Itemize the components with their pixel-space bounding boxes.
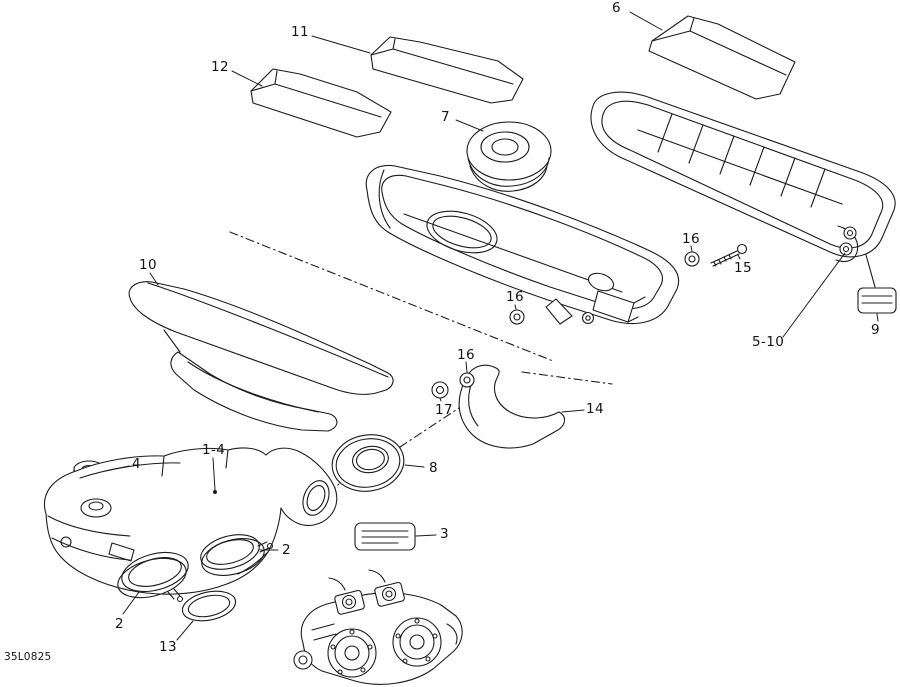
leader-lines — [104, 11, 879, 641]
callout-16-c: 16 — [457, 347, 475, 363]
callout-17: 17 — [435, 402, 453, 418]
part-washer-16-upper — [684, 251, 700, 267]
part-decal-3 — [354, 522, 416, 551]
callout-2-a: 2 — [282, 542, 291, 558]
callout-9: 9 — [871, 322, 880, 338]
callout-3: 3 — [440, 526, 449, 542]
drawing-code: 35L0825 — [4, 651, 52, 663]
callout-8: 8 — [429, 460, 438, 476]
callout-14: 14 — [586, 401, 604, 417]
part-silencer-body — [365, 164, 680, 325]
part-hose-13 — [181, 590, 237, 622]
callout-2-b: 2 — [115, 616, 124, 632]
part-strap-9 — [857, 254, 897, 314]
part-engine — [293, 569, 463, 685]
callout-5-10: 5-10 — [752, 334, 785, 350]
part-washer-16-middle — [509, 309, 525, 325]
part-foam-strip-12 — [250, 68, 392, 138]
part-cover-10 — [128, 281, 394, 432]
callout-4: 4 — [132, 456, 141, 472]
part-silencer-cover — [590, 91, 896, 263]
part-inlet-bellows-7 — [466, 121, 552, 192]
callout-16-a: 16 — [682, 231, 700, 247]
part-screw-15 — [710, 243, 748, 267]
callout-10: 10 — [139, 257, 157, 273]
callout-11: 11 — [291, 24, 309, 40]
callout-12: 12 — [211, 59, 229, 75]
callout-1-4: 1-4 — [202, 442, 226, 458]
callout-15: 15 — [734, 260, 752, 276]
callout-13: 13 — [159, 639, 177, 655]
part-foam-strip-11 — [370, 36, 524, 104]
callout-6: 6 — [612, 0, 621, 16]
callout-16-b: 16 — [506, 289, 524, 305]
part-duct-14 — [458, 364, 566, 449]
part-foam-strip-6 — [648, 15, 796, 100]
part-washer-16-lower — [459, 372, 475, 388]
part-nut-17 — [431, 381, 449, 399]
callout-7: 7 — [441, 109, 450, 125]
part-airbox-body — [44, 447, 338, 595]
part-seal-ring-8 — [331, 434, 405, 492]
part-clamp-2-left — [117, 557, 187, 603]
